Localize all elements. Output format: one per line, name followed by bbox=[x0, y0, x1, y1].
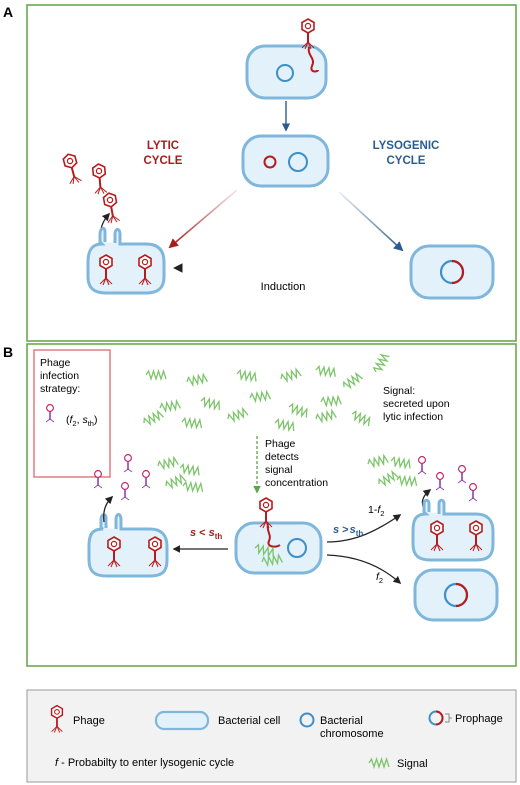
signal-cloud bbox=[141, 352, 391, 432]
released-phage-icon bbox=[435, 471, 445, 491]
phage-dna-icon bbox=[263, 155, 277, 169]
released-phage-icon bbox=[93, 469, 103, 489]
legend-cell-icon bbox=[154, 710, 210, 731]
legend-prophage: Prophage bbox=[455, 713, 503, 725]
arrow-release-b bbox=[103, 495, 114, 523]
arrow-lytic bbox=[168, 189, 238, 249]
legend-box bbox=[26, 689, 517, 783]
detect-1: Phage bbox=[265, 438, 296, 450]
prophage-icon bbox=[451, 259, 465, 285]
detect-2: detects bbox=[265, 451, 299, 463]
legend-prophage-icon bbox=[428, 710, 452, 726]
legend-f-definition: f - Probabilty to enter lysogenic cycle bbox=[55, 757, 234, 769]
panel-a-frame bbox=[26, 4, 517, 342]
cell-infection bbox=[245, 18, 328, 100]
strategy-line1: Phage bbox=[40, 357, 71, 369]
prophage-icon bbox=[455, 582, 469, 608]
strategy-line3: strategy: bbox=[40, 383, 80, 395]
induction-label: Induction bbox=[261, 281, 306, 293]
panel-b-label: B bbox=[3, 344, 13, 360]
cell-sensing bbox=[234, 497, 323, 575]
cell-lysed-b bbox=[87, 513, 169, 578]
legend-chromosome-2: chromosome bbox=[320, 728, 384, 740]
signal-desc-3: lytic infection bbox=[383, 411, 443, 423]
detect-3: signal bbox=[265, 464, 292, 476]
legend-chromosome-1: Bacterial bbox=[320, 715, 363, 727]
signal-desc-2: secreted upon bbox=[383, 398, 450, 410]
one-minus-f2: 1-f2 bbox=[368, 504, 384, 518]
arrow-lysogenic bbox=[338, 191, 404, 252]
cell-decision bbox=[241, 134, 330, 188]
released-phage-icon bbox=[123, 453, 133, 473]
legend-chromosome-icon bbox=[299, 712, 315, 728]
s-less-sth: s<sth bbox=[190, 527, 222, 541]
released-phage-icon bbox=[91, 162, 108, 196]
released-phage-icon bbox=[468, 482, 478, 502]
strategy-box: Phage infection strategy: (f2, sth) bbox=[33, 349, 111, 478]
detect-4: concentration bbox=[265, 477, 328, 489]
released-phage-icon bbox=[61, 151, 83, 186]
released-phage-icon bbox=[141, 469, 151, 489]
f2-label: f2 bbox=[376, 571, 383, 585]
lysogenic-label-2: CYCLE bbox=[387, 155, 426, 167]
released-phage-icon bbox=[457, 464, 467, 484]
chromosome-icon bbox=[288, 152, 308, 172]
cell-lysogen-right bbox=[413, 568, 499, 622]
lysogenic-label-1: LYSOGENIC bbox=[373, 140, 440, 152]
arrow-to-lysogen bbox=[326, 554, 402, 585]
cell-lysed-right bbox=[411, 498, 495, 562]
legend-phage: Phage bbox=[73, 715, 105, 727]
s-greater-sth: s>sth bbox=[333, 524, 363, 538]
strategy-line2: infection bbox=[40, 370, 79, 382]
lytic-label-1: LYTIC bbox=[147, 140, 179, 152]
legend-signal: Signal bbox=[397, 758, 428, 770]
signal-desc-1: Signal: bbox=[383, 385, 415, 397]
arrow-to-lytic-right bbox=[326, 514, 402, 543]
panel-a-label: A bbox=[3, 4, 13, 20]
panel-b-frame bbox=[26, 343, 517, 667]
released-phage-icon bbox=[120, 481, 130, 501]
lytic-label-2: CYCLE bbox=[144, 155, 183, 167]
cell-lysed bbox=[86, 226, 166, 295]
cell-lysogen bbox=[409, 244, 495, 300]
legend-cell: Bacterial cell bbox=[218, 715, 280, 727]
released-phage-icon bbox=[417, 455, 427, 475]
